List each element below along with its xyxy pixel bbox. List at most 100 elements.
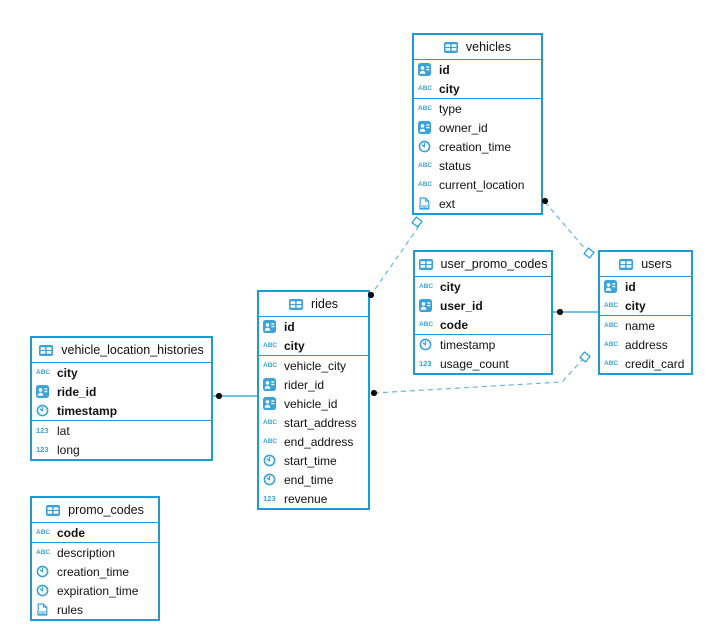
table-header[interactable]: user_promo_codes [415,252,551,277]
column-row[interactable]: id [414,60,541,79]
numeric-123-type-icon: 123 [36,426,49,435]
table-header[interactable]: vehicle_location_histories [32,338,211,363]
table-header[interactable]: users [600,252,691,277]
table-grid-icon [46,504,63,516]
column-row[interactable]: expiration_time [32,581,158,600]
column-row[interactable]: ABC credit_card [600,354,691,373]
column-row[interactable]: vehicle_id [259,394,368,413]
column-name: user_id [440,298,483,313]
clock-type-icon [263,473,280,486]
column-name: expiration_time [57,583,139,598]
abc-text-type-icon: ABC [36,549,51,556]
column-row[interactable]: start_time [259,451,368,470]
column-row[interactable]: ABC address [600,335,691,354]
column-name: city [439,81,460,96]
column-row[interactable]: 123 revenue [259,489,368,508]
column-row[interactable]: timestamp [415,335,551,354]
table-title: promo_codes [68,503,144,517]
id-card-type-icon [263,397,280,410]
table-header[interactable]: vehicles [414,35,541,60]
column-row[interactable]: JSON ext [414,194,541,213]
relationship-endpoint-diamond [579,351,591,363]
abc-text-type-icon: ABC [604,360,619,367]
column-name: credit_card [625,356,685,371]
column-name: address [625,337,668,352]
column-row[interactable]: timestamp [32,401,211,420]
table-title: vehicles [465,40,512,54]
column-row[interactable]: ride_id [32,382,211,401]
column-name: owner_id [439,120,488,135]
column-row[interactable]: owner_id [414,118,541,137]
column-row[interactable]: creation_time [414,137,541,156]
column-name: id [439,62,450,77]
column-name: id [284,319,295,334]
column-name: ext [439,196,456,211]
id-card-type-icon [263,378,280,391]
column-name: city [284,338,305,353]
column-row[interactable]: rider_id [259,375,368,394]
relationship-endpoint-diamond [583,247,595,259]
table-title: vehicle_location_histories [61,343,204,357]
abc-text-type-icon: ABC [419,283,434,290]
column-row[interactable]: creation_time [32,562,158,581]
abc-text-type-icon: ABC [263,419,278,426]
column-name: creation_time [57,564,130,579]
column-row[interactable]: user_id [415,296,551,315]
numeric-123-type-icon: 123 [263,494,276,503]
clock-type-icon [263,454,280,467]
relationship-endpoint-diamond [411,216,423,228]
column-row[interactable]: id [600,277,691,296]
table-header[interactable]: rides [259,292,368,317]
column-name: city [57,365,78,380]
abc-text-type-icon: ABC [418,181,433,188]
numeric-123-type-icon: 123 [419,359,432,368]
column-name: revenue [284,491,328,506]
column-row[interactable]: end_time [259,470,368,489]
column-name: status [439,158,472,173]
column-name: id [625,279,636,294]
json-type-icon: JSON [418,197,435,210]
column-row[interactable]: id [259,317,368,336]
abc-text-type-icon: ABC [263,362,278,369]
column-name: end_address [284,434,354,449]
table-header[interactable]: promo_codes [32,498,158,523]
column-name: code [440,317,469,332]
id-card-type-icon [419,299,436,312]
column-name: type [439,101,462,116]
column-name: timestamp [440,337,496,352]
id-card-type-icon [263,320,280,333]
column-name: name [625,318,656,333]
abc-text-type-icon: ABC [604,341,619,348]
